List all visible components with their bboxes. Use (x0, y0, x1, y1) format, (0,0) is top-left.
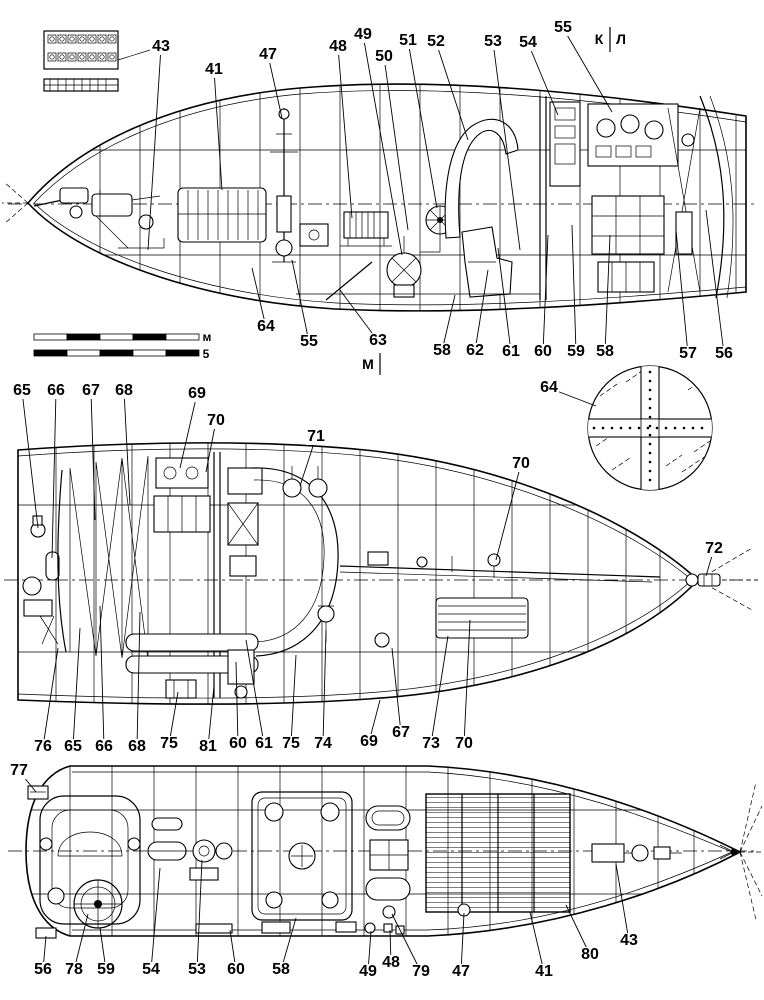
leader-b-73 (430, 635, 449, 745)
scale-value-label: 5 (202, 347, 210, 361)
leader-a-64 (251, 267, 267, 328)
leader-b-70 (205, 420, 217, 473)
leader-a-53 (492, 41, 521, 251)
leader-b-61 (245, 639, 265, 745)
leader-b-70 (495, 463, 522, 561)
leader-b-68 (123, 390, 131, 506)
view-side-a (2, 27, 756, 375)
leader-b-67 (90, 390, 96, 521)
leader-a-55 (562, 27, 613, 113)
leader-c-79 (391, 913, 422, 973)
leader-c-54 (150, 867, 161, 971)
leader-b-65 (21, 390, 39, 529)
leader-a-48 (337, 46, 353, 219)
leader-c-49 (367, 930, 372, 973)
art-ammo-detail (43, 30, 151, 92)
art-scale-bars (33, 333, 200, 357)
hull-outline-b (17, 442, 700, 705)
leader-b-66 (51, 390, 57, 559)
leader-a-47 (267, 54, 283, 119)
leader-b-64 (548, 387, 597, 407)
art-frame-detail (587, 365, 713, 491)
leader-a-63 (339, 289, 379, 342)
view-plan-c (8, 765, 763, 939)
nose-sightlines-a (2, 181, 29, 225)
leader-c-41 (529, 911, 545, 973)
hull-outline-a (26, 83, 747, 312)
leader-a-58 (604, 234, 611, 353)
leader-a-43 (147, 46, 162, 251)
leader-a-49 (362, 34, 403, 256)
section-marker-l: Л (616, 31, 626, 47)
leader-b-71 (299, 436, 317, 487)
leader-c-53 (196, 859, 203, 971)
leader-c-56 (42, 935, 47, 971)
leader-b-75 (290, 654, 297, 745)
leader-b-60 (235, 661, 239, 745)
leader-a-58 (441, 294, 456, 352)
art-equipment-side-a (33, 95, 734, 301)
leader-a-60 (542, 234, 549, 353)
leader-b-81 (207, 685, 215, 748)
leader-a-50 (383, 56, 409, 231)
leader-c-78 (73, 913, 89, 971)
leader-b-66 (99, 605, 105, 748)
leader-a-51 (407, 40, 438, 209)
leader-b-74 (322, 629, 327, 745)
art-equipment-side-b (22, 452, 721, 699)
section-marker-m: М (362, 356, 374, 372)
leader-a-54 (527, 42, 559, 116)
leader-b-76 (42, 647, 59, 748)
leader-a-56 (705, 209, 725, 355)
leader-c-43 (615, 863, 630, 942)
leader-a-61 (497, 247, 512, 353)
leader-c-48 (389, 929, 392, 964)
leader-a-62 (474, 269, 489, 352)
leader-lines (18, 27, 725, 973)
leader-b-68 (136, 611, 141, 748)
section-marker-k: К (594, 31, 604, 47)
leader-c-59 (99, 927, 107, 971)
leader-b-67 (391, 647, 402, 734)
leader-a-55 (291, 259, 310, 343)
leader-b-75 (168, 691, 179, 745)
hull-outline-c (25, 765, 742, 937)
leader-b-69 (179, 393, 198, 469)
leader-b-69 (368, 699, 381, 743)
leader-b-72 (705, 548, 715, 577)
leader-c-58 (280, 917, 297, 971)
leader-b-65 (72, 627, 81, 748)
leader-a-41 (213, 69, 223, 191)
art-equipment-plan (27, 785, 738, 939)
tail-sightlines-c (739, 781, 763, 921)
scale-unit-label: м (202, 330, 212, 344)
leader-a-52 (435, 41, 469, 141)
leader-a-57 (675, 229, 689, 355)
leader-a-59 (571, 224, 577, 353)
leader-b-70 (463, 619, 471, 745)
leader-c-80 (565, 904, 591, 956)
leader-c-47 (460, 912, 465, 973)
